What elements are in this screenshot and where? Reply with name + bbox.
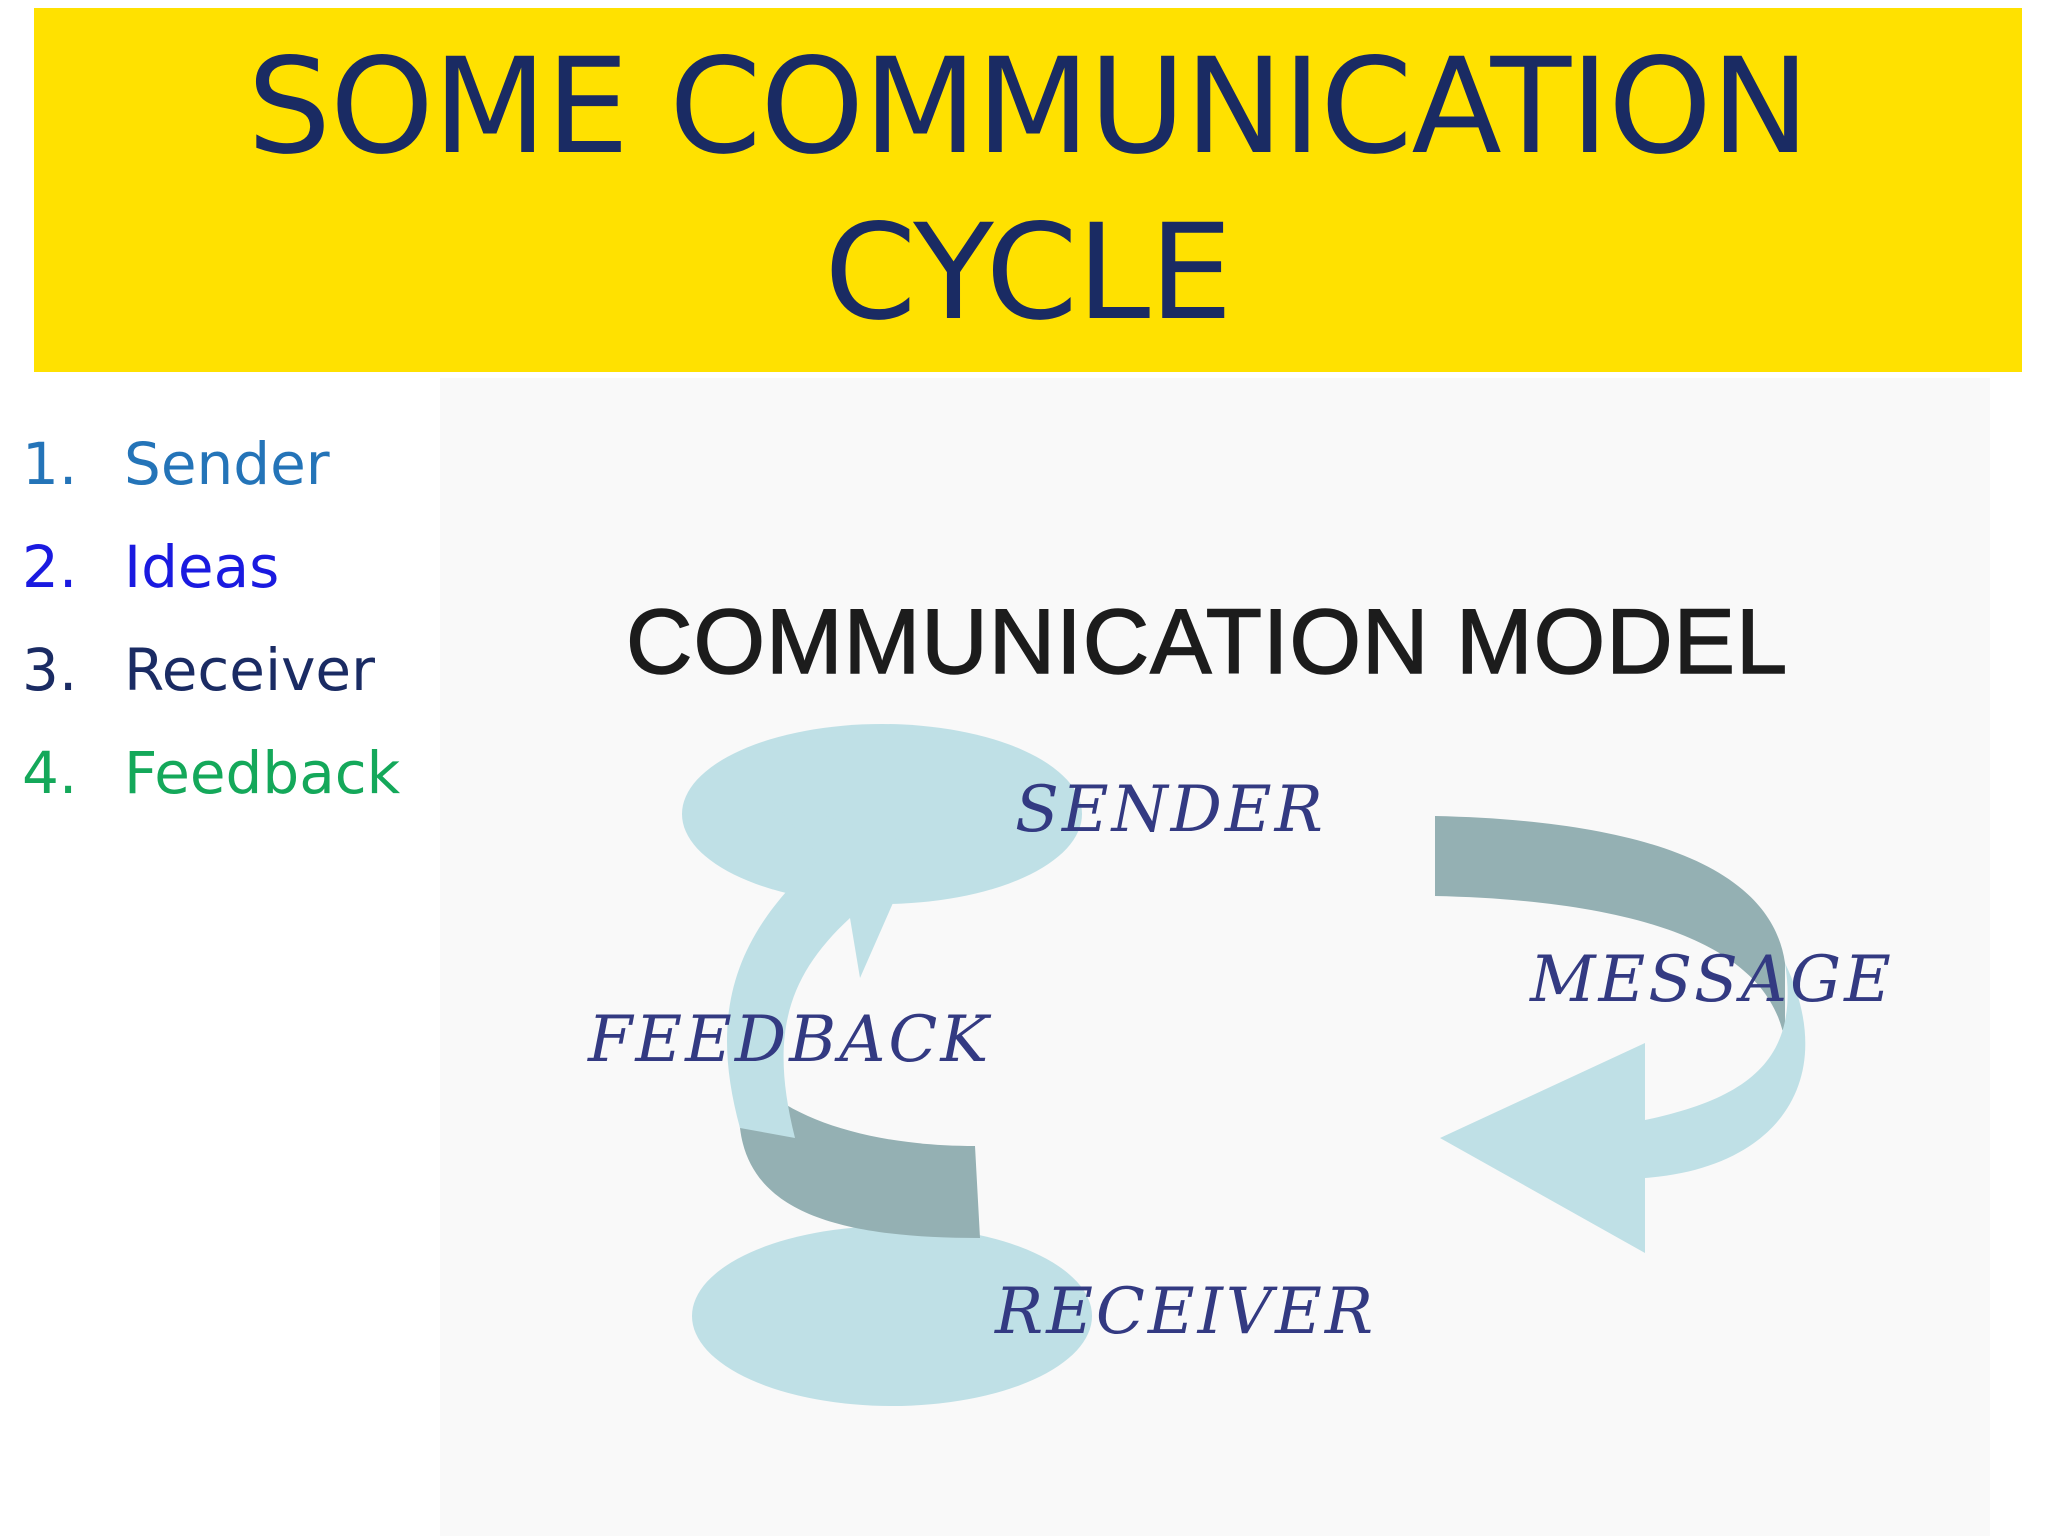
model-title: COMMUNICATION MODEL: [625, 590, 1789, 694]
slide-title-line-2: CYCLE: [824, 196, 1232, 350]
sender-label: SENDER: [1015, 773, 1326, 847]
title-banner: SOME COMMUNICATION CYCLE: [34, 8, 2022, 372]
numbered-list: 1. Sender 2. Ideas 3. Receiver 4. Feedba…: [22, 430, 400, 842]
communication-model-diagram: COMMUNICATION MODEL SENDER MESSAGE FEEDB…: [440, 378, 1990, 1536]
list-number: 1.: [22, 430, 78, 498]
message-arrow-head: [1440, 963, 1806, 1253]
message-label: MESSAGE: [1530, 943, 1894, 1017]
list-item-receiver: 3. Receiver: [22, 636, 400, 739]
message-arrow-top: [1435, 816, 1785, 1043]
feedback-arrow-bottom: [730, 1028, 980, 1238]
list-item-ideas: 2. Ideas: [22, 533, 400, 636]
feedback-label: FEEDBACK: [588, 1003, 992, 1077]
diagram-graphics: [682, 724, 1806, 1406]
feedback-arrow-head: [726, 798, 918, 1138]
list-label: Ideas: [124, 533, 280, 601]
list-number: 2.: [22, 533, 78, 601]
list-item-sender: 1. Sender: [22, 430, 400, 533]
receiver-ellipse: [692, 1226, 1092, 1406]
sender-ellipse: [682, 724, 1082, 904]
list-number: 4.: [22, 739, 78, 807]
list-label: Sender: [124, 430, 330, 498]
receiver-label: RECEIVER: [995, 1275, 1376, 1349]
list-label: Receiver: [124, 636, 375, 704]
list-label: Feedback: [124, 739, 401, 807]
list-item-feedback: 4. Feedback: [22, 739, 400, 842]
slide-title: SOME COMMUNICATION CYCLE: [247, 24, 1809, 356]
list-number: 3.: [22, 636, 78, 704]
slide-title-line-1: SOME COMMUNICATION: [247, 30, 1809, 184]
